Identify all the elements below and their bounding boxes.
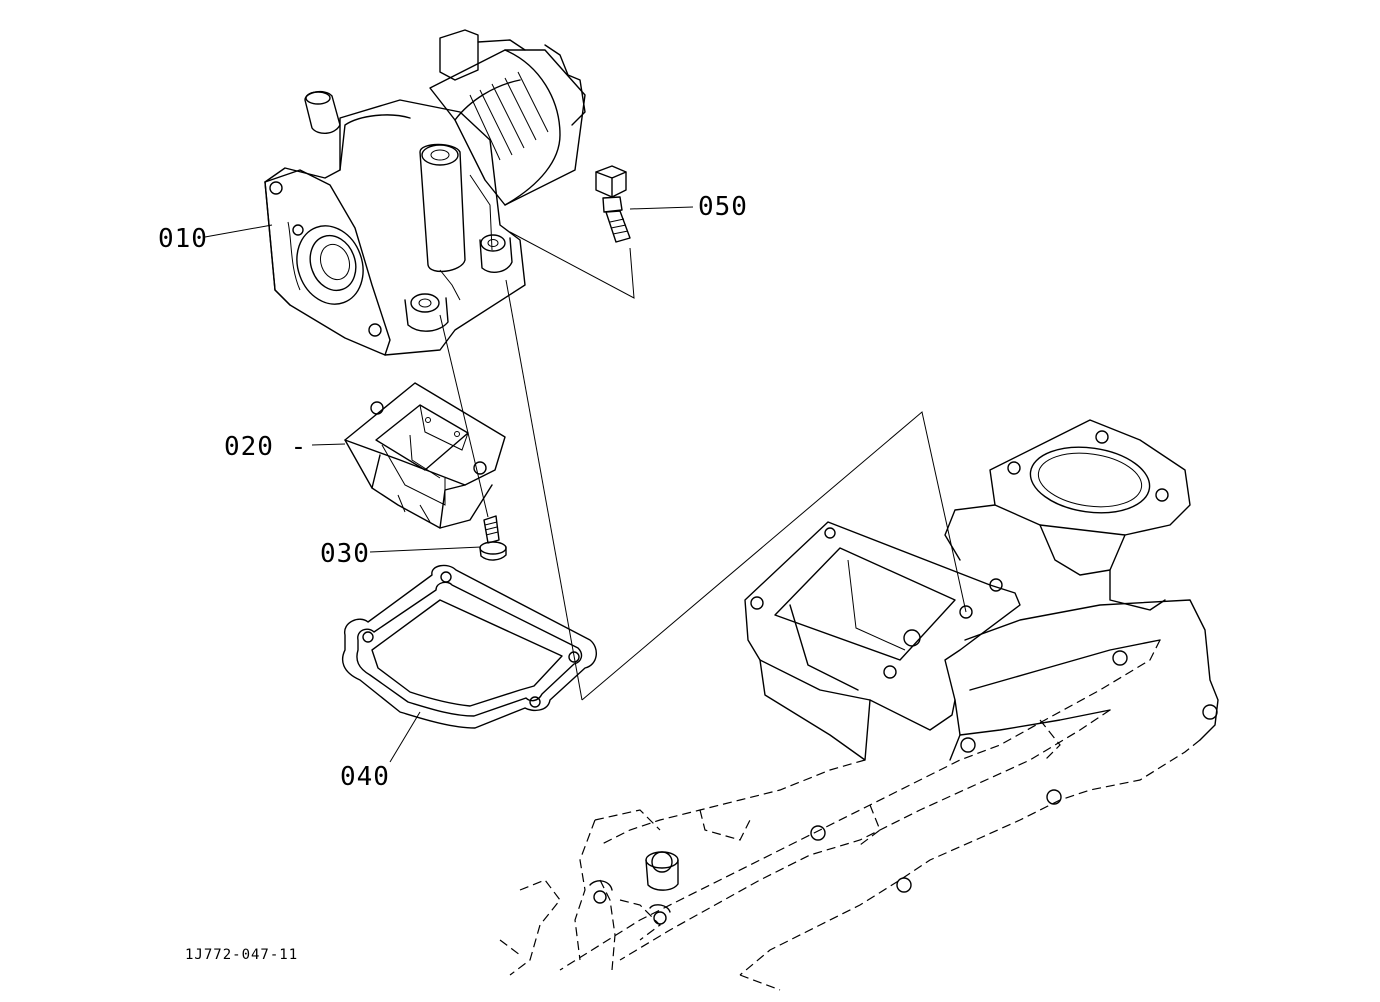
leader-lines	[204, 206, 967, 763]
callout-030[interactable]: 030	[320, 539, 370, 569]
callout-010[interactable]: 010	[158, 224, 208, 254]
part-010-egr-valve[interactable]	[264, 29, 586, 356]
callout-040[interactable]: 040	[340, 762, 390, 792]
callout-020[interactable]: 020 -	[224, 432, 308, 462]
part-050-bolt[interactable]	[595, 165, 631, 243]
part-040-gasket[interactable]	[342, 564, 597, 729]
part-030-screw[interactable]	[479, 515, 507, 561]
callout-050[interactable]: 050	[698, 192, 748, 222]
manifold-base	[499, 419, 1219, 991]
part-020-check-valve[interactable]	[344, 382, 506, 529]
figure-code: 1J772-047-11	[185, 947, 299, 963]
